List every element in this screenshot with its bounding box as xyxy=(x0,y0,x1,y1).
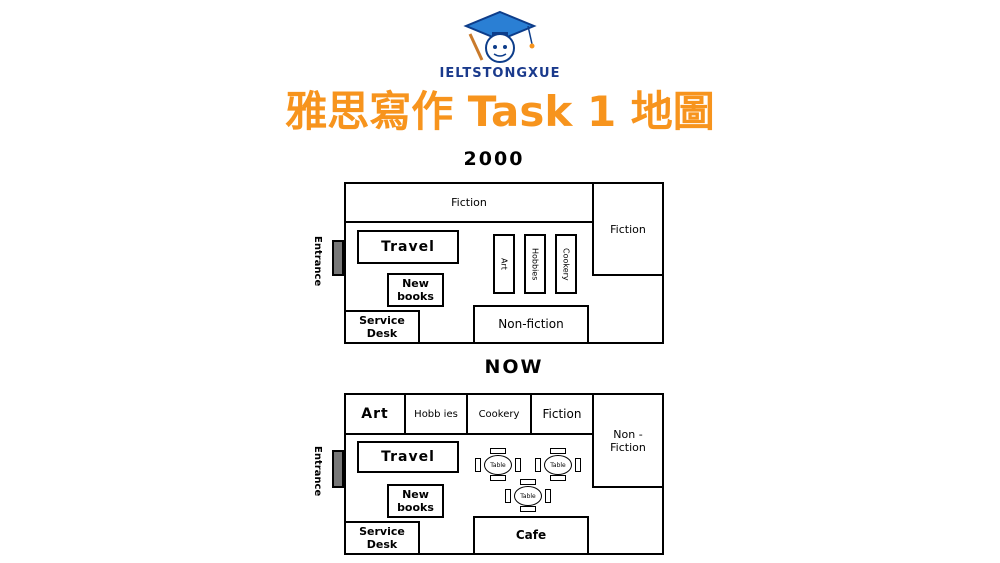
map-2000-cookery: Cookery xyxy=(555,234,577,294)
map-2000-hobbies: Hobbies xyxy=(524,234,546,294)
map-2000-non-fiction: Non-fiction xyxy=(473,305,589,344)
chair xyxy=(475,458,481,472)
map-2000-new-books: New books xyxy=(387,273,444,307)
map-now-label: NOW xyxy=(484,356,544,378)
map-now-hobbies: Hobb ies xyxy=(404,393,468,435)
chair xyxy=(550,475,566,481)
graduation-cap-logo-icon xyxy=(463,10,537,63)
map-2000-fiction-top: Fiction xyxy=(344,182,594,223)
page-title: 雅思寫作 Task 1 地圖 xyxy=(285,87,715,136)
map-2000-label: 2000 xyxy=(463,148,525,170)
map-now-new-books: New books xyxy=(387,484,444,518)
brand-name: IELTSTONGXUE xyxy=(439,66,561,81)
chair xyxy=(550,448,566,454)
cafe-table: Table xyxy=(484,455,512,475)
map-now-non-fiction: Non - Fiction xyxy=(592,393,664,488)
chair xyxy=(575,458,581,472)
chair xyxy=(520,506,536,512)
chair xyxy=(545,489,551,503)
chair xyxy=(515,458,521,472)
map-2000-entrance-label: Entrance xyxy=(312,236,323,287)
map-2000-travel: Travel xyxy=(357,230,459,264)
map-now-fiction: Fiction xyxy=(530,393,594,435)
chair xyxy=(535,458,541,472)
map-now-entrance-door xyxy=(332,450,344,488)
chair xyxy=(505,489,511,503)
map-now-entrance-label: Entrance xyxy=(312,446,323,497)
map-2000-art: Art xyxy=(493,234,515,294)
chair xyxy=(520,479,536,485)
map-now-art: Art xyxy=(344,393,406,435)
map-now-cafe: Cafe xyxy=(473,516,589,555)
map-now-service-desk: Service Desk xyxy=(344,521,420,555)
cafe-table: Table xyxy=(514,486,542,506)
chair xyxy=(490,448,506,454)
chair xyxy=(490,475,506,481)
cafe-table: Table xyxy=(544,455,572,475)
map-2000-fiction-right: Fiction xyxy=(592,182,664,276)
map-now-cookery: Cookery xyxy=(466,393,532,435)
map-2000-service-desk: Service Desk xyxy=(344,310,420,344)
map-now-travel: Travel xyxy=(357,441,459,473)
map-2000-entrance-door xyxy=(332,240,344,276)
